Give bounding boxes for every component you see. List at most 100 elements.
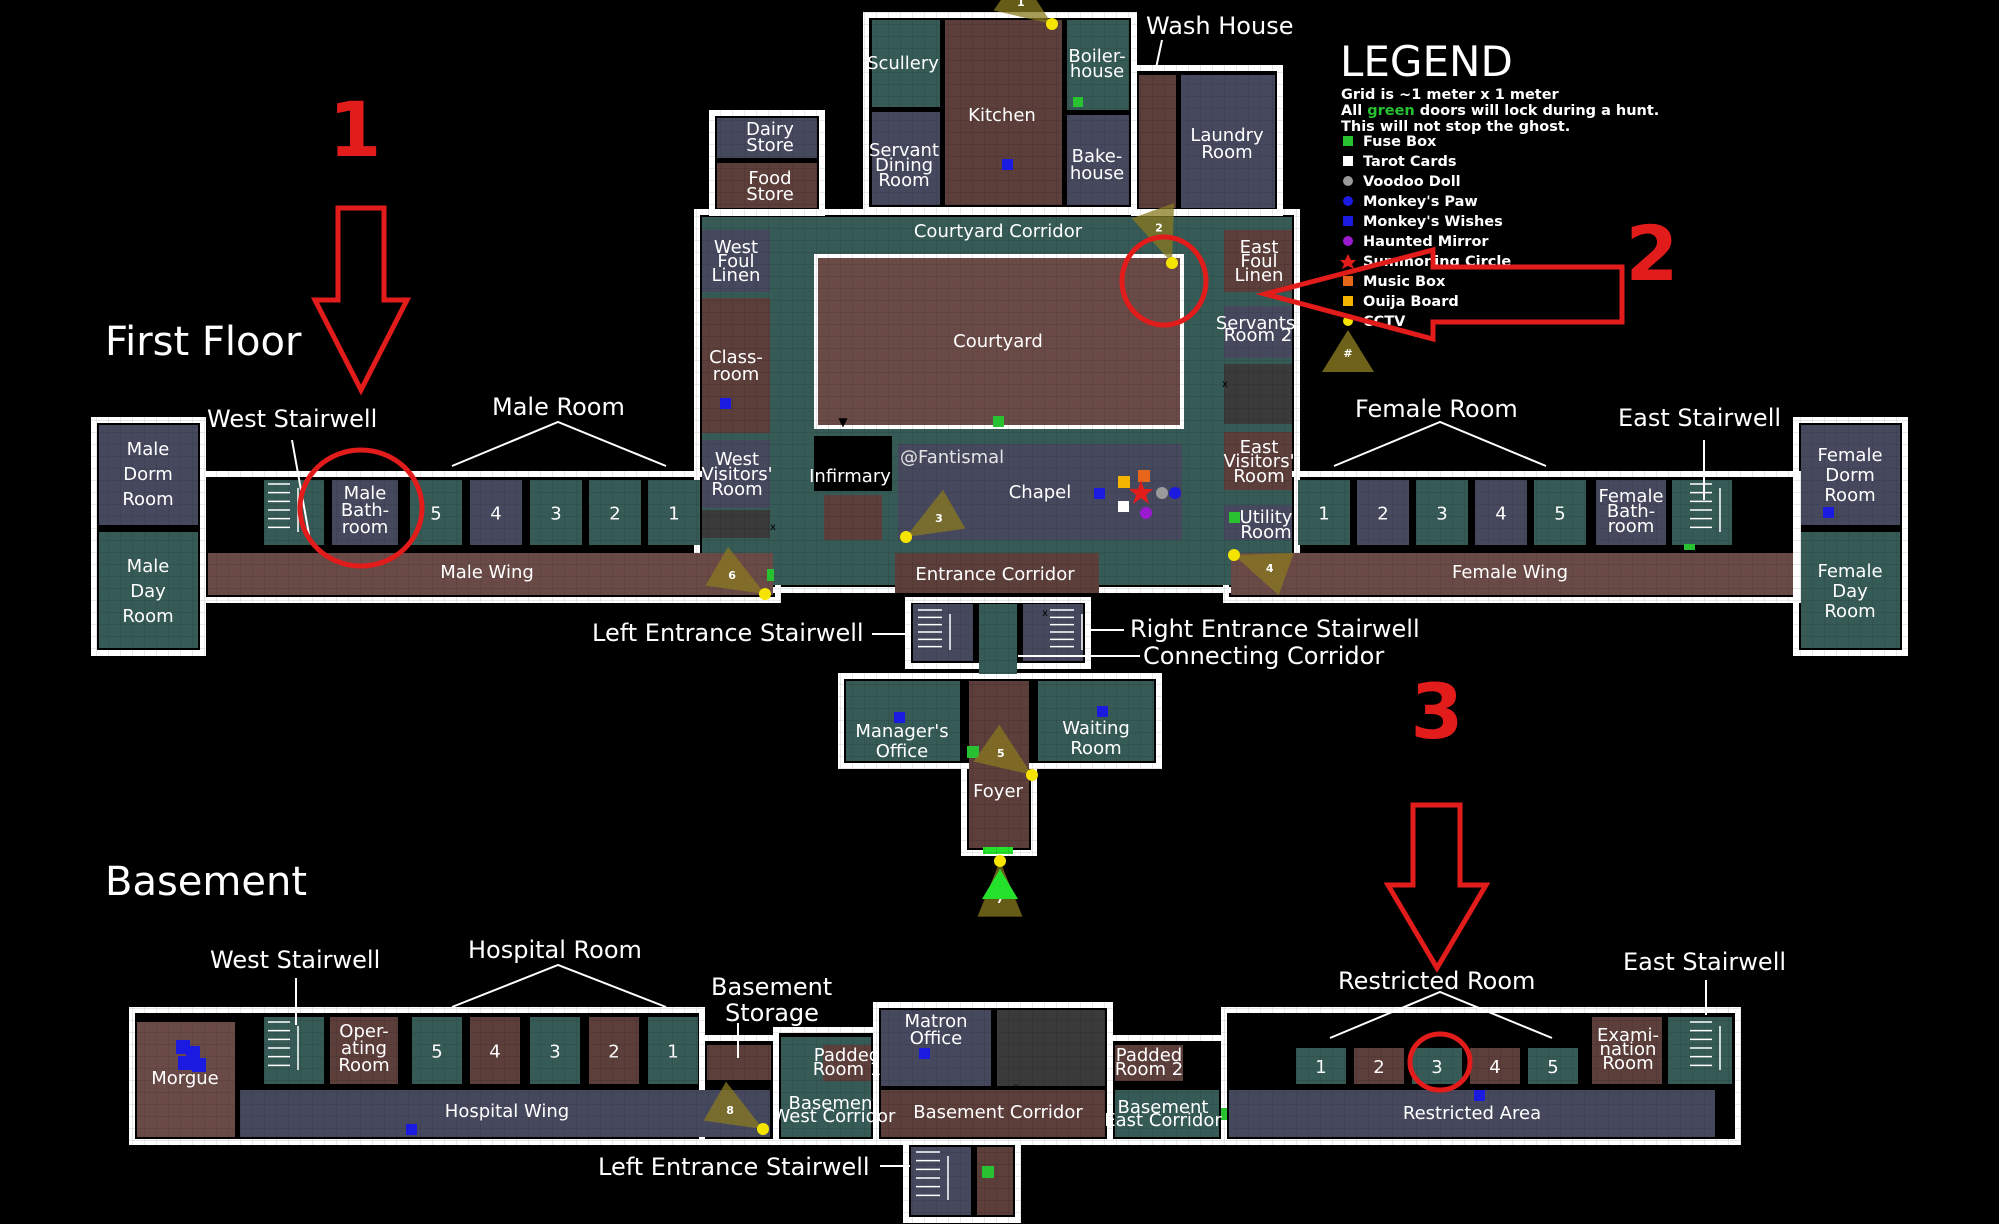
legend-cctv-cone-icon [1322, 330, 1374, 372]
hospital-room-number: 4 [489, 1042, 500, 1063]
bake-label: Bake- [1072, 146, 1123, 167]
legend-ghost-note: This will not stop the ghost. [1341, 119, 1570, 135]
callout-lines [291, 39, 1707, 1167]
west-visitors-label: Room [711, 479, 762, 500]
svg-text:x: x [1222, 379, 1228, 390]
highlight-circle [1119, 234, 1209, 328]
monkey-wishes-icon [176, 159, 1834, 1135]
male-bath-label: Male [344, 483, 387, 504]
west-visitors-label: West [715, 449, 759, 470]
bec-label: Basement [1118, 1097, 1209, 1118]
matron-label: Office [910, 1028, 963, 1049]
legend: LEGEND Grid is ~1 meter x 1 meter All gr… [1322, 37, 1659, 372]
highlight-circle [297, 447, 425, 569]
restricted-room-number: 2 [1373, 1057, 1384, 1078]
connecting-corridor-callout: Connecting Corridor [1143, 642, 1384, 670]
legend-item-label: CCTV [1363, 314, 1406, 330]
east-foul-label: East [1240, 237, 1279, 258]
servant-dining-label: Dining [875, 155, 933, 176]
legend-swatch-icon [1343, 136, 1353, 146]
cctv-icon [1046, 18, 1058, 30]
dairy-label: Dairy [746, 119, 794, 140]
marker-3: 3 [1411, 667, 1464, 756]
front-door [983, 847, 1013, 854]
male-dorm-label: Room [122, 489, 173, 510]
male-dorm-label: Dorm [123, 464, 173, 485]
kitchen-label: Kitchen [968, 105, 1036, 126]
basement-title: Basement [105, 859, 307, 905]
female-room-number: 1 [1318, 504, 1329, 525]
male-room-callout: Male Room [492, 393, 625, 421]
servant-dining-label: Room [878, 170, 929, 191]
fuse-box-icon [767, 97, 1695, 1178]
padded2-label: Room 2 [1115, 1059, 1183, 1080]
basement-storage-callout: Basement [711, 973, 832, 1001]
svg-text:x: x [770, 522, 776, 533]
boiler-label: Boiler- [1068, 46, 1125, 67]
hospital-room-number: 3 [549, 1042, 560, 1063]
servants-room2-label: Servants' [1216, 313, 1300, 334]
basement-west-stairwell-callout: West Stairwell [210, 946, 380, 974]
cctv-number: 5 [997, 747, 1005, 760]
cctv-icon [1026, 769, 1038, 781]
legend-swatch-icon [1343, 216, 1353, 226]
legend-swatch-icon [1343, 176, 1353, 186]
cctv-icon [1228, 549, 1240, 561]
legend-item-label: Monkey's Paw [1363, 194, 1478, 210]
svg-text:x: x [1013, 1082, 1019, 1093]
legend-swatch-icon [1343, 196, 1353, 206]
female-room-number: 3 [1436, 504, 1447, 525]
west-foul-label: Linen [712, 265, 761, 286]
ghost-start-marker-icon [982, 869, 1018, 899]
hospital-room-callout: Hospital Room [468, 936, 642, 964]
female-bath-label: Female [1598, 486, 1663, 507]
cctv-number: 8 [726, 1104, 734, 1117]
hospital-room-number: 2 [608, 1042, 619, 1063]
cctv-cone [1234, 552, 1294, 596]
padded2-label: Padded [1116, 1045, 1182, 1066]
svg-text:▼: ▼ [838, 415, 848, 429]
male-room-number: 3 [550, 504, 561, 525]
operating-label: ating [341, 1038, 387, 1059]
right-entrance-stairwell-callout: Right Entrance Stairwell [1130, 615, 1420, 643]
female-wing-label: Female Wing [1452, 562, 1568, 583]
exam-label: nation [1600, 1039, 1657, 1060]
padded1-label: Padded [814, 1045, 880, 1066]
cctv-icon [994, 855, 1006, 867]
bec-label: East Corridor [1104, 1110, 1222, 1131]
infirmary-label: Infirmary [809, 466, 891, 487]
classroom-label: Class- [709, 347, 763, 368]
legend-item-label: Fuse Box [1363, 134, 1437, 150]
hospital-wing-label: Hospital Wing [445, 1101, 569, 1122]
legend-swatch-icon [1340, 254, 1356, 269]
female-room-number: 2 [1377, 504, 1388, 525]
male-day-label: Room [122, 606, 173, 627]
female-dorm-label: Dorm [1825, 465, 1875, 486]
basement-west-stairwell [264, 1017, 324, 1084]
female-bath-label: Bath- [1607, 501, 1655, 522]
servant-dining-label: Servant [869, 140, 939, 161]
east-visitors-label: Visitors' [1223, 451, 1294, 472]
female-room-callout: Female Room [1355, 395, 1518, 423]
courtyard-label: Courtyard [953, 331, 1043, 352]
legend-grid-note: Grid is ~1 meter x 1 meter [1341, 87, 1560, 103]
wash-house-callout: Wash House [1146, 12, 1293, 40]
female-dorm-label: Room [1824, 485, 1875, 506]
cctv-cone [705, 546, 765, 594]
cctv-icon [900, 531, 912, 543]
hospital-room-number: 5 [431, 1042, 442, 1063]
scullery-label: Scullery [867, 53, 939, 74]
utility-label: Room [1240, 522, 1291, 543]
chapel-items [1094, 470, 1181, 519]
basement-left-entrance-stairwell [911, 1147, 971, 1215]
hospital-room-number: 1 [667, 1042, 678, 1063]
servants-room2-label: Room 2 [1224, 325, 1292, 346]
restricted-area-label: Restricted Area [1403, 1103, 1541, 1124]
entrance-corridor-label: Entrance Corridor [915, 564, 1075, 585]
managers-label: Office [876, 741, 929, 762]
male-room-number: 4 [490, 504, 501, 525]
food-label: Food [748, 168, 791, 189]
